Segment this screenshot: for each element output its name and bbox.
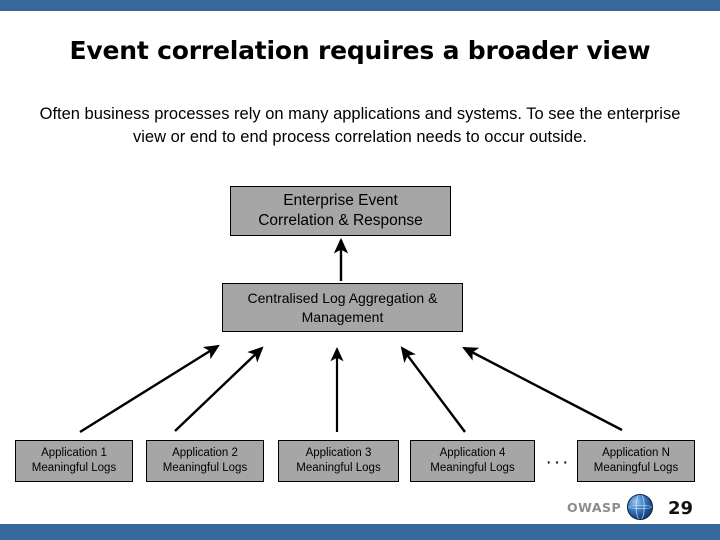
node-application-n[interactable]: Application N Meaningful Logs bbox=[577, 440, 695, 482]
node-enterprise-line1: Enterprise Event bbox=[283, 192, 398, 209]
node-application-3-logs: Meaningful Logs bbox=[296, 462, 381, 474]
node-centralised-line2: Management bbox=[301, 308, 384, 325]
node-application-1[interactable]: Application 1 Meaningful Logs bbox=[15, 440, 133, 482]
node-application-2[interactable]: Application 2 Meaningful Logs bbox=[146, 440, 264, 482]
owasp-branding: OWASP bbox=[567, 492, 657, 522]
body-paragraph: Often business processes rely on many ap… bbox=[39, 105, 681, 146]
applications-ellipsis: ··· bbox=[545, 452, 571, 473]
arrow-app4-to-mid bbox=[400, 346, 466, 433]
bottom-accent-band bbox=[0, 524, 720, 540]
owasp-wordmark: OWASP bbox=[567, 499, 622, 515]
node-centralised-log-aggregation[interactable]: Centralised Log Aggregation & Management bbox=[222, 283, 463, 332]
node-application-n-name: Application N bbox=[602, 447, 670, 459]
node-enterprise-event-correlation[interactable]: Enterprise Event Correlation & Response bbox=[230, 186, 451, 236]
node-application-4-name: Application 4 bbox=[439, 447, 506, 459]
globe-icon bbox=[627, 494, 654, 520]
top-accent-band bbox=[0, 0, 720, 11]
node-application-4-logs: Meaningful Logs bbox=[430, 462, 515, 474]
node-application-2-logs: Meaningful Logs bbox=[162, 462, 248, 474]
node-application-1-name: Application 1 bbox=[41, 447, 107, 459]
arrow-appn-to-mid bbox=[462, 346, 623, 432]
page-number: 29 bbox=[668, 498, 694, 519]
node-application-n-logs: Meaningful Logs bbox=[593, 462, 679, 474]
node-enterprise-line2: Correlation & Response bbox=[258, 212, 423, 229]
node-application-1-logs: Meaningful Logs bbox=[31, 462, 117, 474]
node-application-2-name: Application 2 bbox=[172, 447, 238, 459]
node-application-3-name: Application 3 bbox=[305, 447, 372, 459]
arrow-app1-to-mid bbox=[79, 344, 220, 434]
arrow-app2-to-mid bbox=[174, 346, 264, 432]
node-application-3[interactable]: Application 3 Meaningful Logs bbox=[278, 440, 399, 482]
node-application-4[interactable]: Application 4 Meaningful Logs bbox=[410, 440, 535, 482]
page-title: Event correlation requires a broader vie… bbox=[69, 36, 651, 65]
node-centralised-line1: Centralised Log Aggregation & bbox=[247, 289, 438, 306]
